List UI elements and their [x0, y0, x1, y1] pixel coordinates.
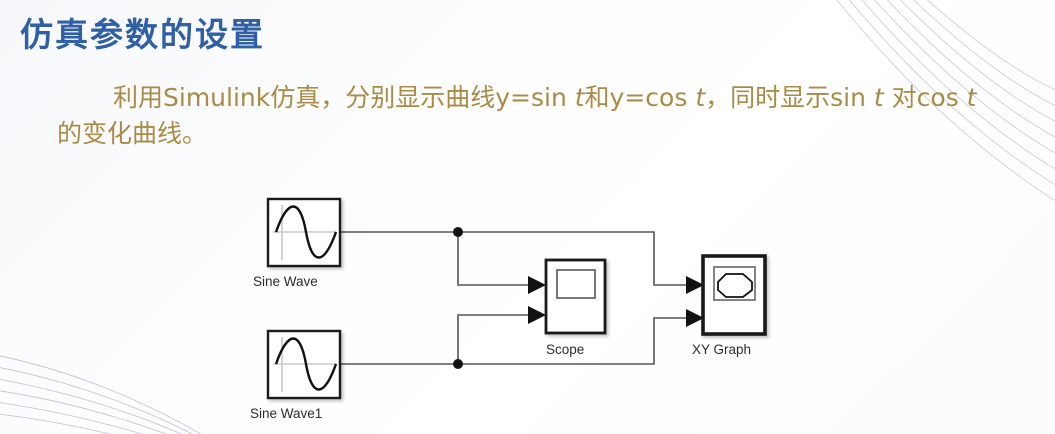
block-label-sine-wave: Sine Wave	[253, 274, 318, 289]
body-text-italic-t-3: t	[873, 83, 884, 112]
sine-curve-icon	[274, 205, 338, 259]
wire-junction-top-to-xy-in1	[458, 231, 700, 286]
sine-curve-icon	[274, 337, 338, 391]
wire-junction-bottom-to-scope-in2	[457, 314, 543, 364]
body-text-segment-2: 和y=cos	[584, 83, 696, 112]
block-label-xy-graph: XY Graph	[692, 342, 752, 357]
page-title: 仿真参数的设置	[20, 15, 265, 54]
body-text-italic-t-1: t	[574, 83, 585, 112]
signal-wires	[340, 231, 700, 365]
simulink-block-diagram: Sine Wave Sine Wave1 Scope XY Graph	[0, 190, 1055, 434]
arrowhead-scope-in2	[528, 306, 546, 324]
junction-bottom-dot	[453, 359, 463, 369]
wire-junction-top-to-scope-in1	[457, 232, 543, 286]
body-text-segment-5: 的变化曲线。	[57, 119, 208, 148]
input-arrowheads	[528, 276, 704, 327]
body-text-segment-4: 对cos	[883, 83, 967, 112]
wire-junction-bottom-to-xy-in2	[458, 317, 700, 365]
block-label-scope: Scope	[546, 342, 585, 357]
arrowhead-xy-in1	[686, 276, 704, 294]
junction-top-dot	[453, 227, 463, 237]
xy-plot-icon	[717, 273, 753, 298]
block-sine-wave[interactable]	[266, 197, 342, 268]
block-scope[interactable]	[544, 258, 607, 335]
body-text-segment-3: ，同时显示sin	[705, 83, 874, 112]
block-xy-graph[interactable]	[701, 254, 767, 336]
arrowhead-scope-in1	[528, 276, 546, 294]
block-label-sine-wave1: Sine Wave1	[250, 406, 323, 421]
scope-screen-icon	[556, 269, 596, 299]
arrowhead-xy-in2	[686, 309, 704, 327]
body-text-italic-t-2: t	[695, 83, 706, 112]
body-text-italic-t-4: t	[966, 83, 977, 112]
diagram-canvas	[266, 197, 767, 400]
body-text-segment-1: 利用Simulink仿真，分别显示曲线y=sin	[113, 83, 575, 112]
block-sine-wave1[interactable]	[266, 329, 342, 400]
body-paragraph: 利用Simulink仿真，分别显示曲线y=sin t和y=cos t，同时显示s…	[57, 80, 982, 152]
